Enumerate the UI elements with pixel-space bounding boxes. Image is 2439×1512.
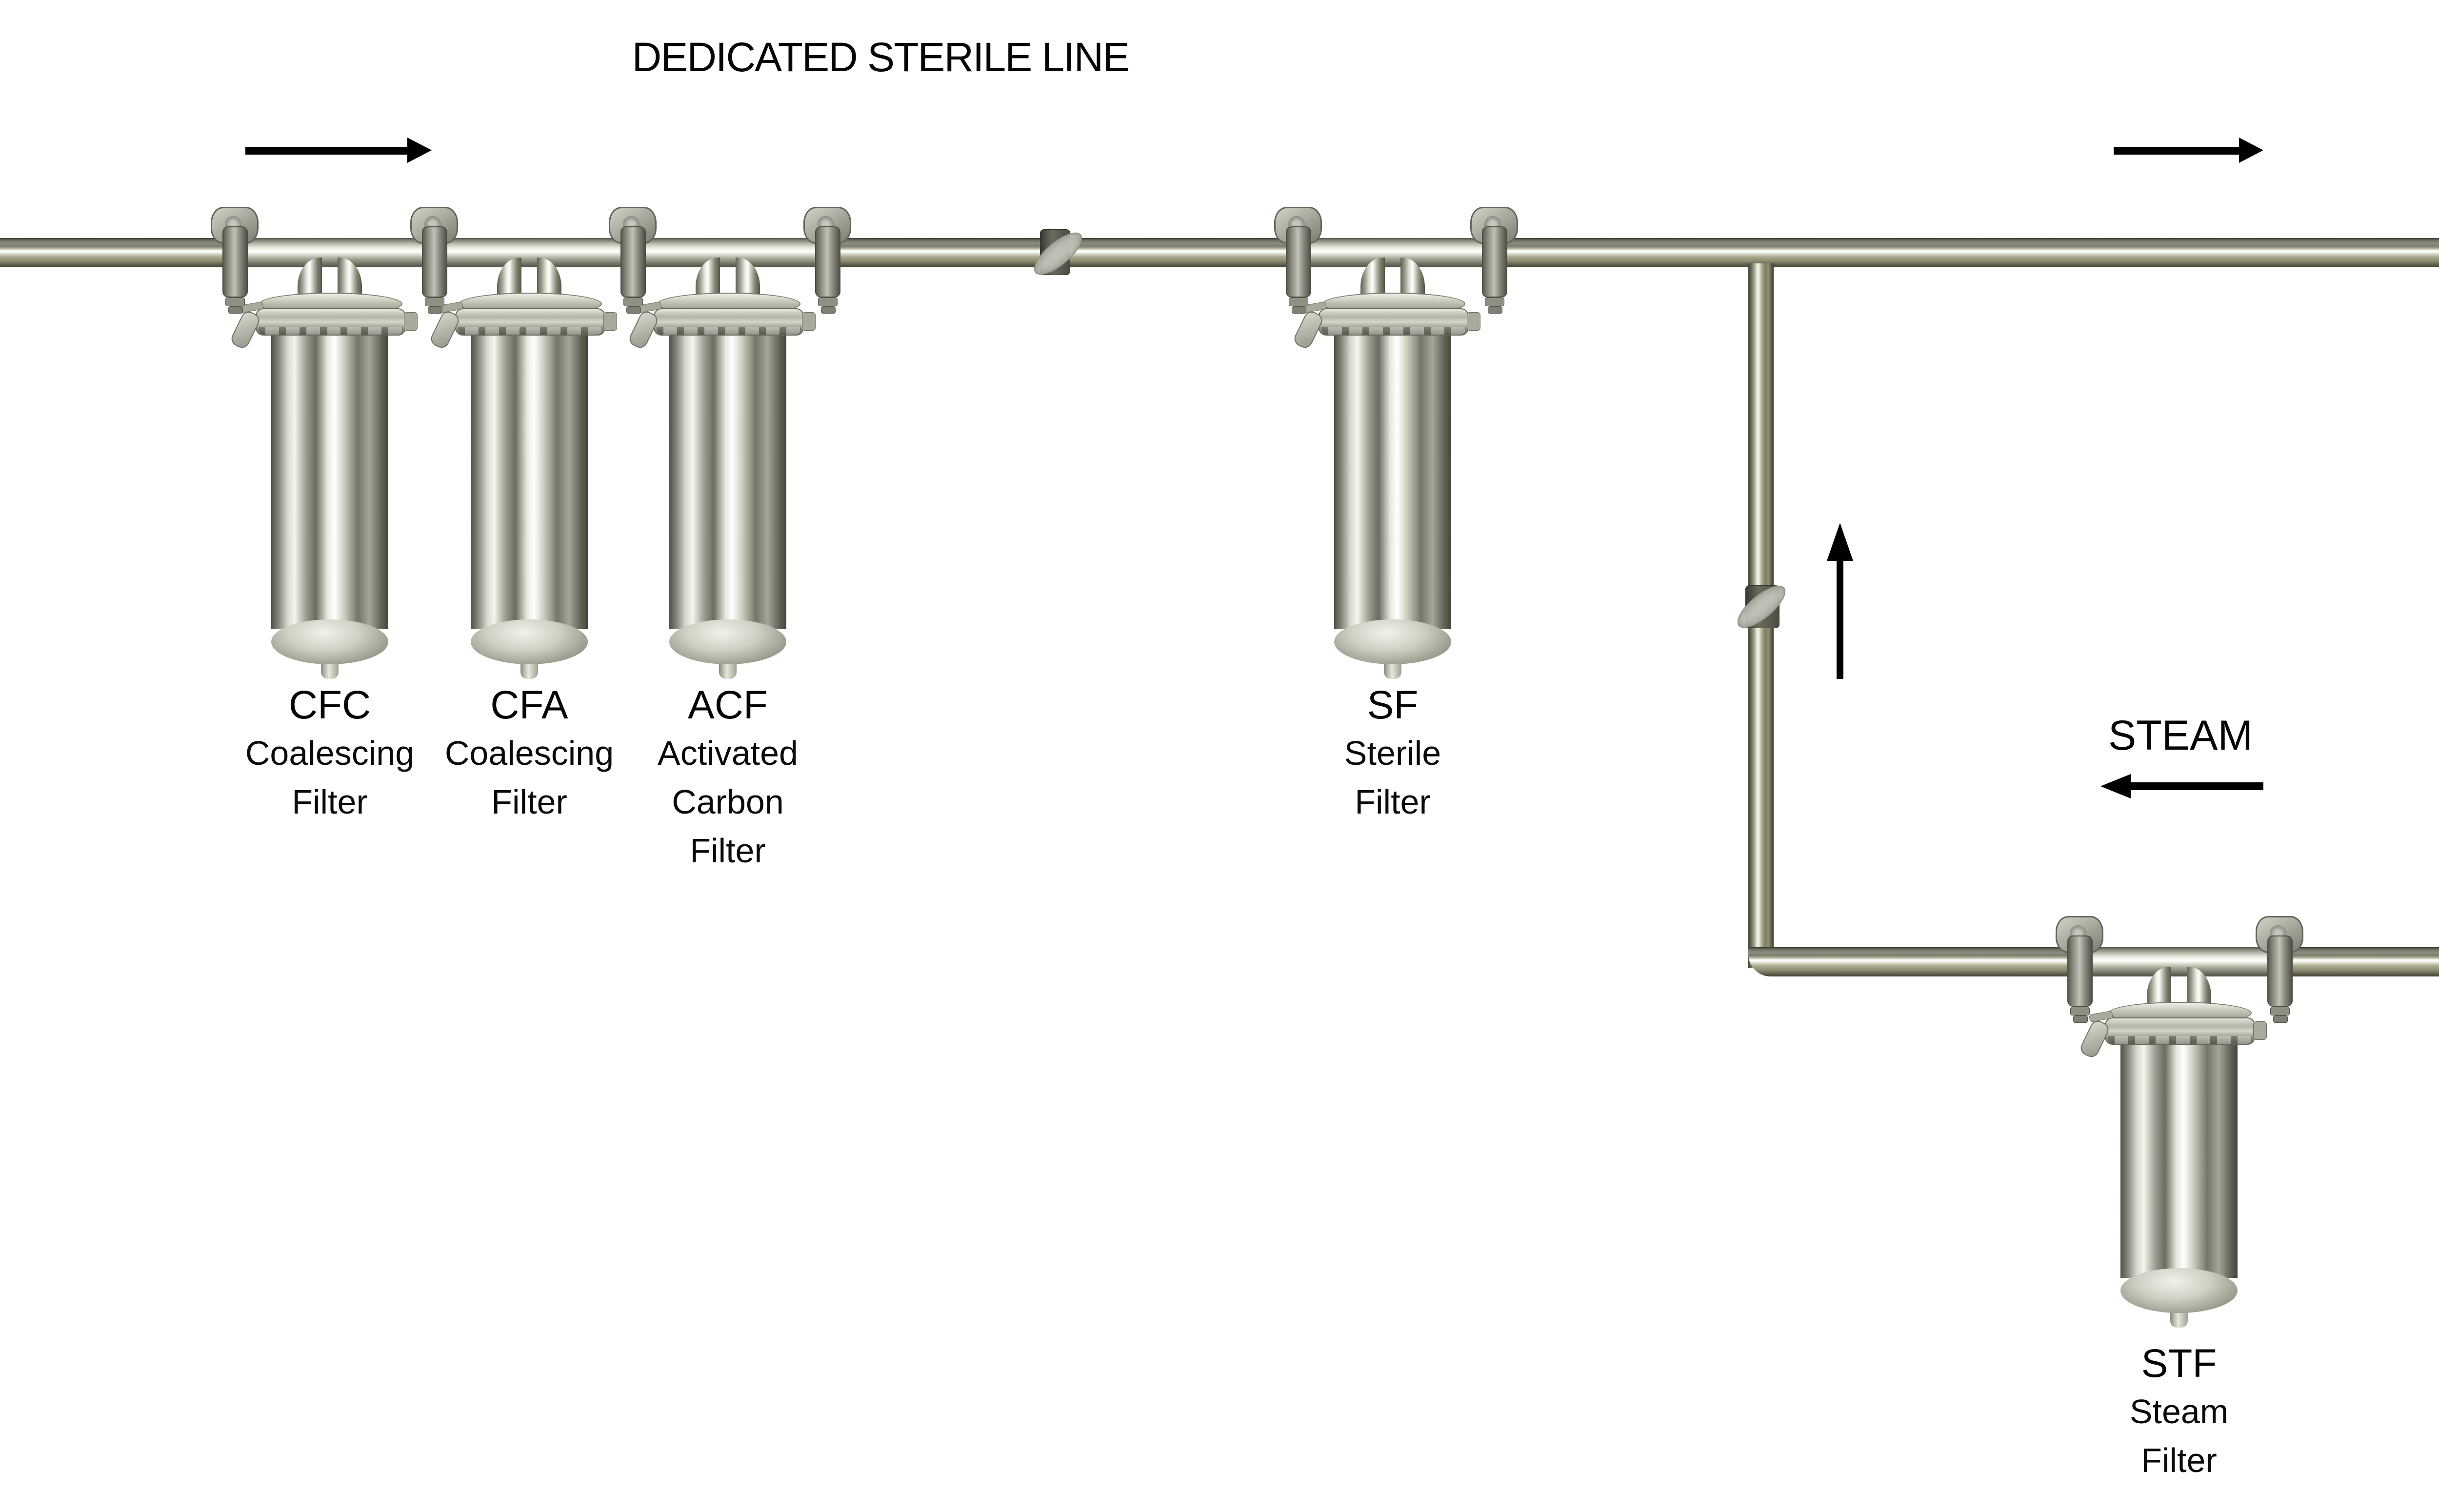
- filter-body: [271, 330, 388, 629]
- filter-name-line: Steam: [2129, 1393, 2229, 1431]
- clamp-hinge: [1289, 298, 1308, 306]
- tri-clamp-fitting: [608, 207, 657, 329]
- filter-dome: [271, 619, 388, 664]
- clamp-hinge: [818, 298, 838, 306]
- clamp-hinge-bolt: [2073, 1015, 2088, 1023]
- filter-dome: [1334, 619, 1451, 664]
- steam-label: STEAM: [2108, 712, 2253, 759]
- tri-clamp-fitting: [2055, 916, 2103, 1038]
- polished-pipe-section: [1286, 238, 1505, 267]
- tri-clamp-fitting: [802, 207, 851, 329]
- filter-clamp-ring: [455, 308, 605, 336]
- polished-pipe-section: [2067, 947, 2291, 976]
- clamp-hinge-bolt: [1292, 306, 1306, 314]
- clamp-band: [620, 226, 646, 298]
- clamp-hinge: [1485, 298, 1504, 306]
- tri-clamp-fitting: [1469, 207, 1518, 329]
- clamp-band: [2267, 935, 2293, 1007]
- clamp-hinge: [623, 298, 643, 306]
- filter-body: [2120, 1039, 2238, 1278]
- filter-dome: [669, 619, 786, 664]
- clamp-hinge: [2270, 1007, 2290, 1015]
- tri-clamp-fitting: [409, 207, 458, 329]
- filter-code-label: STF: [2141, 1341, 2217, 1386]
- clamp-bolt-tab: [603, 312, 617, 331]
- filter-clamp-ring: [654, 308, 804, 336]
- steam-flow-arrow: [2131, 782, 2263, 790]
- clamp-hinge: [225, 298, 245, 306]
- clamp-bolt-tab: [2253, 1021, 2267, 1040]
- clamp-hinge-bolt: [228, 306, 243, 314]
- clamp-band: [1286, 226, 1311, 298]
- clamp-bolt-tab: [404, 312, 418, 331]
- filter-code-label: CFA: [490, 683, 568, 727]
- clamp-hinge-bolt: [626, 306, 641, 314]
- filter-name-line: Sterile: [1344, 734, 1441, 772]
- clamp-hinge: [2070, 1007, 2090, 1015]
- diagram-title: DEDICATED STERILE LINE: [632, 34, 1130, 80]
- clamp-band: [815, 226, 840, 298]
- filter-clamp-ring: [1319, 308, 1469, 336]
- filter-dome: [2120, 1268, 2238, 1313]
- clamp-bolt-tab: [802, 312, 816, 331]
- filter-clamp-ring: [256, 308, 406, 336]
- inlet-flow-arrowhead: [407, 138, 432, 163]
- clamp-band: [422, 226, 447, 298]
- filter-code-label: CFC: [288, 683, 371, 727]
- clamp-bolt-tab: [1467, 312, 1480, 331]
- filter-name-line: Filter: [2141, 1441, 2217, 1479]
- steam-flow-arrowhead: [2100, 774, 2131, 798]
- filter-name-line: Activated: [658, 734, 798, 772]
- filter-name-line: Filter: [292, 783, 368, 821]
- outlet-flow-arrowhead: [2239, 138, 2263, 163]
- tri-clamp-fitting: [210, 207, 259, 329]
- branch-up-flow-arrowhead: [1827, 523, 1853, 561]
- clamp-band: [222, 226, 248, 298]
- filter-name-line: Filter: [1355, 783, 1431, 821]
- outlet-flow-arrow: [2114, 147, 2239, 155]
- filter-name-line: Filter: [491, 783, 567, 821]
- filter-dome: [471, 619, 588, 664]
- clamp-hinge-bolt: [2273, 1015, 2288, 1023]
- filter-name-line: Carbon: [672, 783, 784, 821]
- branch-up-flow-arrow: [1837, 561, 1843, 679]
- inlet-flow-arrow: [245, 147, 407, 155]
- filter-body: [471, 330, 588, 629]
- filter-name-line: Coalescing: [245, 734, 415, 772]
- filter-body: [1334, 330, 1451, 629]
- tri-clamp-fitting: [1273, 207, 1322, 329]
- clamp-band: [1482, 226, 1507, 298]
- filter-name-line: Filter: [690, 832, 766, 870]
- filter-body: [669, 330, 786, 629]
- tri-clamp-fitting: [2255, 916, 2303, 1038]
- filter-name-line: Coalescing: [444, 734, 614, 772]
- clamp-band: [2067, 935, 2093, 1007]
- filter-code-label: ACF: [688, 683, 768, 727]
- clamp-hinge-bolt: [821, 306, 836, 314]
- filter-clamp-ring: [2105, 1017, 2255, 1045]
- clamp-hinge-bolt: [428, 306, 442, 314]
- clamp-hinge-bolt: [1488, 306, 1502, 314]
- clamp-hinge: [425, 298, 444, 306]
- filter-code-label: SF: [1367, 683, 1419, 727]
